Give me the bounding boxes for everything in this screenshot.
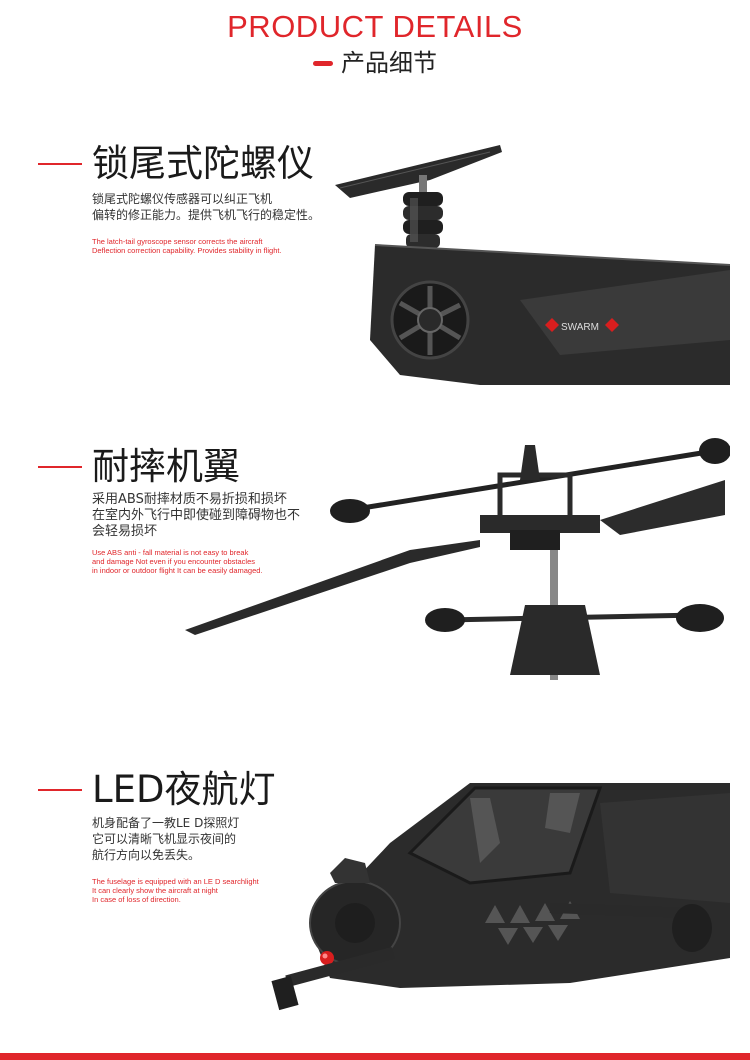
feature-description-cn: 锁尾式陀螺仪传感器可以纠正飞机 偏转的修正能力。提供飞机飞行的稳定性。 [92, 191, 332, 223]
nose-sensor [309, 858, 401, 966]
red-line-accent [38, 789, 82, 791]
description-line: 会轻易损坏 [92, 524, 158, 539]
main-rotor-illustration [185, 438, 730, 680]
description-line: The latch-tail gyroscope sensor corrects… [92, 237, 263, 246]
lower-rotor-hub [510, 605, 600, 675]
feature-description-cn: 机身配备了一教LE D探照灯 它可以清晰飞机显示夜间的 航行方向以免丢失。 [92, 815, 332, 863]
description-line: in indoor or outdoor flight It can be ea… [92, 566, 263, 575]
rotor-blade-rear [600, 480, 725, 535]
description-line: 机身配备了一教LE D探照灯 [92, 816, 240, 830]
feature-heading: LED夜航灯 [0, 767, 340, 813]
description-line: It can clearly show the aircraft at nigh… [92, 886, 218, 895]
tail-rotor-illustration: SWARM [335, 145, 730, 385]
tail-blade [335, 145, 502, 198]
landing-skid [549, 903, 712, 952]
feature-description-en: Use ABS anti - fall material is not easy… [92, 548, 332, 575]
description-line: 在室内外飞行中即使碰到障碍物也不 [92, 508, 301, 523]
description-line: 它可以清晰飞机显示夜间的 [92, 832, 237, 846]
feature-description-cn: 采用ABS耐摔材质不易折损和损坏 在室内外飞行中即使碰到障碍物也不 会轻易损坏 [92, 492, 332, 540]
svg-text:SWARM: SWARM [561, 322, 599, 333]
tail-fan [390, 280, 470, 360]
page-title: PRODUCT DETAILS [227, 9, 523, 44]
feature-title: 锁尾式陀螺仪 [92, 142, 314, 185]
subtitle-row: 产品细节 [0, 48, 750, 78]
footer-accent-bar [0, 1053, 750, 1060]
red-line-accent [38, 163, 82, 165]
product-details-header: PRODUCT DETAILS 产品细节 [0, 8, 750, 78]
rotor-blade-front [185, 540, 480, 635]
feature-title: 耐摔机翼 [92, 445, 240, 488]
feature-led-night-light: LED夜航灯 机身配备了一教LE D探照灯 它可以清晰飞机显示夜间的 航行方向以… [0, 767, 340, 904]
description-line: 偏转的修正能力。提供飞机飞行的稳定性。 [92, 208, 321, 222]
feature-heading: 耐摔机翼 [0, 444, 340, 490]
red-dash-accent [313, 60, 333, 66]
nose-cannon [271, 946, 395, 1011]
red-line-accent [38, 466, 82, 468]
swarm-badge: SWARM [545, 318, 619, 333]
description-line: 航行方向以免丢失。 [92, 848, 201, 862]
rotor-hub [480, 445, 600, 550]
feature-crashproof-wings: 耐摔机翼 采用ABS耐摔材质不易折损和损坏 在室内外飞行中即使碰到障碍物也不 会… [0, 444, 340, 575]
feature-description-en: The fuselage is equipped with an LE D se… [92, 877, 332, 904]
description-line: The fuselage is equipped with an LE D se… [92, 877, 259, 886]
led-searchlight [320, 951, 334, 965]
description-line: Use ABS anti - fall material is not easy… [92, 548, 249, 557]
description-line: 采用ABS耐摔材质不易折损和损坏 [92, 492, 287, 507]
description-line: and damage Not even if you encounter obs… [92, 557, 256, 566]
description-line: 锁尾式陀螺仪传感器可以纠正飞机 [92, 192, 273, 206]
feature-heading: 锁尾式陀螺仪 [0, 141, 340, 187]
feature-gyroscope: 锁尾式陀螺仪 锁尾式陀螺仪传感器可以纠正飞机 偏转的修正能力。提供飞机飞行的稳定… [0, 141, 340, 255]
description-line: In case of loss of direction. [92, 895, 181, 904]
feature-description-en: The latch-tail gyroscope sensor corrects… [92, 237, 332, 255]
page-subtitle: 产品细节 [341, 49, 437, 77]
feature-title: LED夜航灯 [92, 768, 276, 811]
gyroscope-spring [403, 192, 443, 248]
description-line: Deflection correction capability. Provid… [92, 246, 282, 255]
rotor-shaft [419, 175, 427, 195]
helicopter-nose-illustration [271, 783, 730, 1011]
